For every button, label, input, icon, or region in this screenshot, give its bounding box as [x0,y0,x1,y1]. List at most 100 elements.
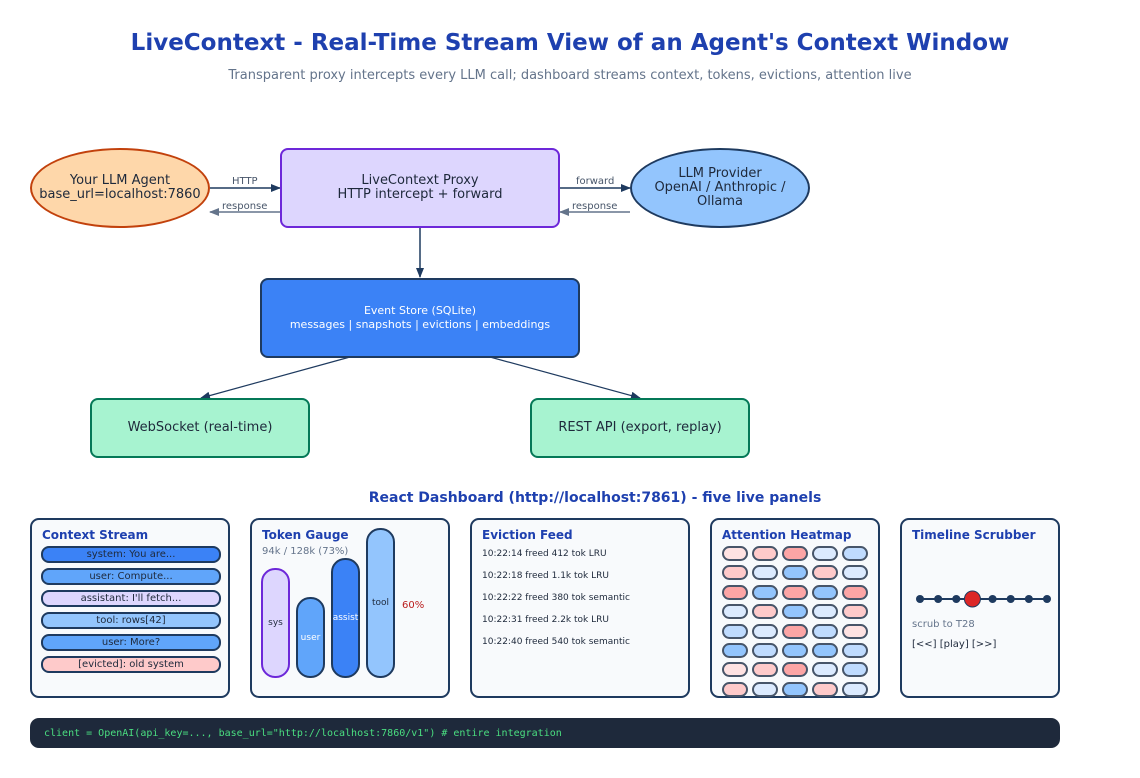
heatmap-cell [842,681,868,697]
dashboard-title: React Dashboard (http://localhost:7861) … [368,490,822,506]
heatmap-cell [782,546,808,561]
proxy-description: HTTP intercept + forward [337,187,503,202]
proxy-node: LiveContext Proxy HTTP intercept + forwa… [280,148,560,228]
heatmap-cell [752,565,778,581]
store-to-websocket-arrow [200,356,351,400]
proxy-title: LiveContext Proxy [361,173,479,188]
heatmap-cell [842,584,868,600]
timeline-tick [1043,595,1051,603]
heatmap-cell [842,623,868,639]
eviction-event: 10:22:22 freed 380 tok semantic [482,593,630,603]
token-bar: sys [261,568,290,678]
heatmap-cell [842,643,868,658]
timeline-track[interactable] [902,520,1058,696]
page-title: LiveContext - Real-Time Stream View of a… [130,30,1010,56]
heatmap-cell [782,662,808,678]
heatmap-cell [782,643,808,658]
http-label: HTTP [232,176,258,187]
heatmap-cell [722,584,748,600]
timeline-tick [1024,595,1033,603]
token-bar-label: sys [268,618,283,628]
eviction-event: 10:22:14 freed 412 tok LRU [482,549,607,559]
event-store-title: Event Store (SQLite) [363,304,477,317]
token-bar-label: assist [332,613,359,623]
heatmap-cell [812,681,838,697]
heatmap-cell [722,604,748,620]
scrub-status-text: scrub to T28 [912,619,975,630]
heatmap-cell [812,662,838,678]
heatmap-cell [752,681,778,697]
event-store-tables: messages | snapshots | evictions | embed… [289,318,551,331]
timeline-scrubber-panel: Timeline Scrubber scrub to T28 [<<] [pla… [900,518,1060,698]
context-message: assistant: I'll fetch... [41,590,221,607]
heatmap-cell [812,643,838,658]
context-message: tool: rows[42] [41,612,221,629]
heatmap-cell [722,546,748,561]
heatmap-cell [782,604,808,620]
heatmap-cell [782,681,808,697]
rest-api-node: REST API (export, replay) [530,398,750,458]
eviction-event: 10:22:40 freed 540 tok semantic [482,637,630,647]
timeline-tick [1006,595,1015,603]
attention-heatmap-panel: Attention Heatmap [710,518,880,698]
context-message: user: Compute... [41,568,221,585]
heatmap-cell [842,604,868,620]
token-bar: user [296,597,325,678]
integration-code-text: client = OpenAI(api_key=..., base_url="h… [44,727,562,739]
timeline-tick [934,595,943,603]
response-left-label: response [222,201,268,212]
timeline-playhead [963,590,981,608]
heatmap-cell [752,546,778,561]
heatmap-cell [812,546,838,561]
provider-list: OpenAI / Anthropic / Ollama [654,180,786,209]
heatmap-cell [722,662,748,678]
agent-title: Your LLM Agent [69,173,171,188]
heatmap-cell [812,623,838,639]
heatmap-cell [842,565,868,581]
context-stream-panel: Context Stream system: You are... user: C… [30,518,230,698]
context-stream-title: Context Stream [42,528,149,542]
heatmap-cell [752,662,778,678]
websocket-node: WebSocket (real-time) [90,398,310,458]
rest-api-label: REST API (export, replay) [558,420,722,435]
eviction-feed-panel: Eviction Feed 10:22:14 freed 412 tok LRU… [470,518,690,698]
timeline-tick [916,595,924,603]
context-message: user: More? [41,634,221,651]
eviction-event: 10:22:18 freed 1.1k tok LRU [482,571,609,581]
heatmap-cell [752,584,778,600]
event-store-node: Event Store (SQLite) messages | snapshot… [260,278,580,358]
provider-title: LLM Provider [678,166,762,181]
store-to-rest-arrow [489,356,641,400]
heatmap-cell [722,565,748,581]
heatmap-cell [782,584,808,600]
heatmap-cell [842,662,868,678]
heatmap-cell [752,623,778,639]
heatmap-cell [812,584,838,600]
response-right-label: response [572,201,618,212]
attention-heatmap-title: Attention Heatmap [722,528,852,542]
heatmap-cell [812,565,838,581]
token-bar-label: user [300,632,321,643]
page-subtitle: Transparent proxy intercepts every LLM c… [228,68,912,83]
agent-base-url: base_url=localhost:7860 [39,187,201,202]
timeline-tick [988,595,997,603]
agent-node: Your LLM Agent base_url=localhost:7860 [30,148,210,228]
playback-controls[interactable]: [<<] [play] [>>] [912,639,997,650]
token-bar-label: tool [371,598,390,608]
heatmap-cell [722,623,748,639]
context-message: system: You are... [41,546,221,563]
heatmap-cell [722,681,748,697]
heatmap-cell [722,643,748,658]
websocket-label: WebSocket (real-time) [127,420,273,435]
provider-node: LLM Provider OpenAI / Anthropic / Ollama [630,148,810,228]
heatmap-cell [842,546,868,561]
token-bar: assist [331,558,360,678]
token-usage-text: 94k / 128k (73%) [262,546,349,557]
timeline-scrubber-title: Timeline Scrubber [912,528,1036,542]
eviction-feed-title: Eviction Feed [482,528,573,542]
timeline-tick [952,595,961,603]
token-gauge-title: Token Gauge [262,528,349,542]
forward-label: forward [576,176,615,187]
eviction-event: 10:22:31 freed 2.2k tok LRU [482,615,609,625]
